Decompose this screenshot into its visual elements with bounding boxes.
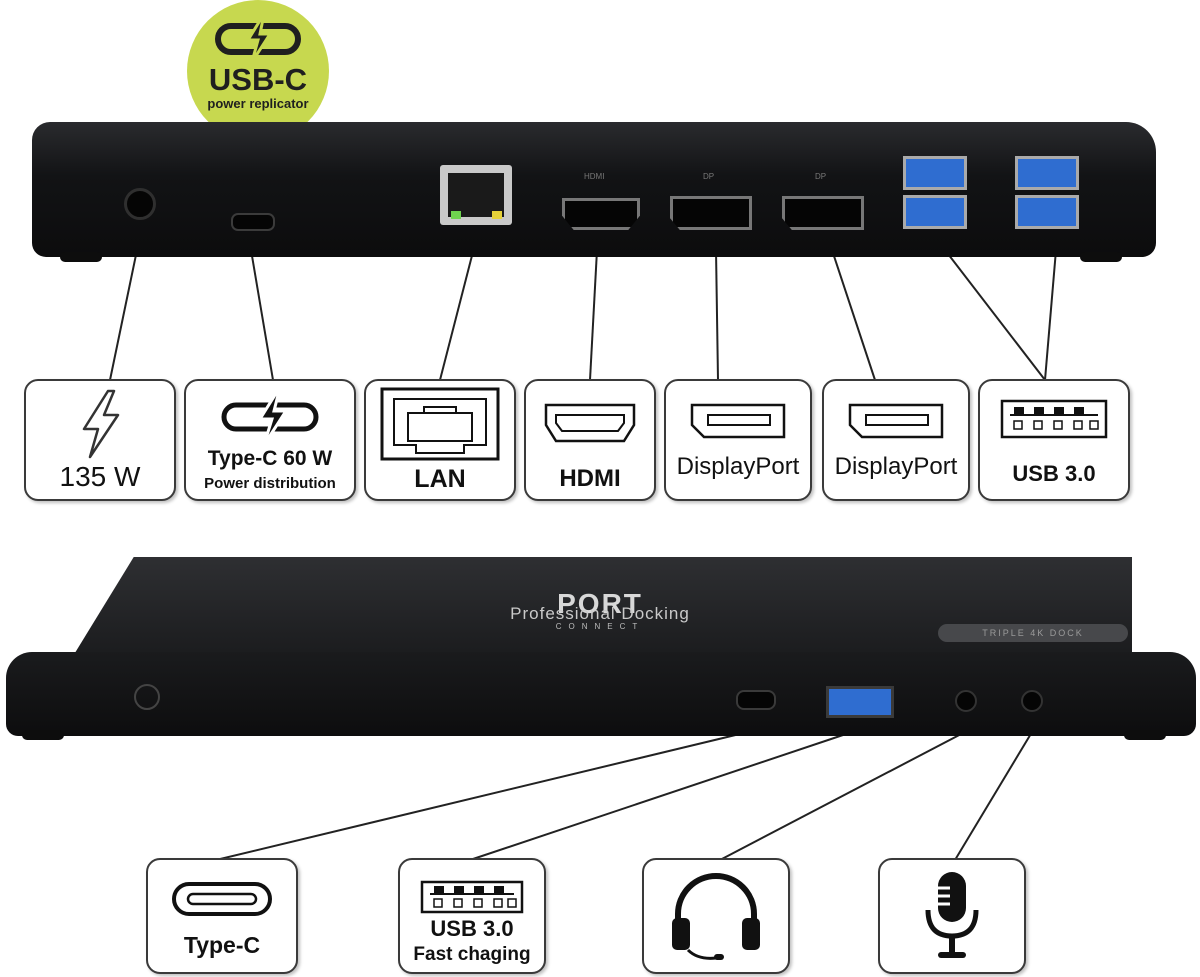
rear-usb-a-port-1 (903, 156, 967, 190)
rear-hdmi-port (562, 198, 640, 230)
label-power: 135 W (24, 379, 176, 501)
label-usb-fast: USB 3.0 Fast chaging (398, 858, 546, 974)
rear-dp-port-2 (782, 196, 864, 230)
label-lan-text: LAN (414, 465, 466, 493)
dp1-port-label: DP (703, 172, 715, 181)
dock-foot (22, 730, 64, 740)
front-usb-a-port (826, 686, 894, 718)
label-typec-pd-text: Type-C 60 W (207, 447, 333, 470)
brand-logo: PORT (557, 588, 643, 619)
badge-title: USB-C (208, 62, 308, 97)
label-dp2-text: DisplayPort (834, 453, 958, 480)
label-dp1-text: DisplayPort (676, 453, 800, 480)
label-usb-text: USB 3.0 (1012, 461, 1096, 486)
usb-c-port-icon (172, 882, 272, 916)
rear-usb-c-port (231, 213, 275, 231)
hdmi-port-label: HDMI (584, 172, 605, 181)
ethernet-port-icon (380, 387, 500, 461)
rear-usb-a-port-2 (903, 195, 967, 229)
brand-sub: CONNECT (555, 622, 645, 631)
microphone-icon (925, 872, 979, 958)
rear-usb-a-port-3 (1015, 156, 1079, 190)
dock-foot (1124, 730, 1166, 740)
power-button[interactable] (134, 684, 160, 710)
badge-subtitle: power replicator (207, 96, 309, 111)
label-hdmi-text: HDMI (559, 465, 621, 492)
label-mic (878, 858, 1026, 974)
dock-front-top-surface (70, 557, 1132, 661)
lightning-icon (82, 389, 120, 459)
usb-a-port-icon (420, 880, 524, 914)
label-usb: USB 3.0 (978, 379, 1130, 501)
headset-jack (955, 690, 977, 712)
label-power-text: 135 W (59, 461, 141, 492)
rear-lan-port (440, 165, 512, 225)
label-dp1: DisplayPort (664, 379, 812, 501)
label-usb-fast-text: USB 3.0 (430, 916, 514, 941)
dock-foot (1080, 252, 1122, 262)
model-text: Professional Docking (510, 604, 690, 623)
usb-c-power-icon (215, 14, 301, 62)
mic-jack (1021, 690, 1043, 712)
model-pill: TRIPLE 4K DOCK (938, 624, 1128, 642)
headset-icon (672, 873, 760, 960)
displayport-icon (848, 403, 944, 439)
usb-c-charge-icon (221, 387, 319, 445)
label-hdmi: HDMI (524, 379, 656, 501)
label-dp2: DisplayPort (822, 379, 970, 501)
label-typec-pd-subtext: Power distribution (204, 475, 336, 492)
hdmi-port-icon (544, 403, 636, 443)
dock-rear-view (32, 122, 1156, 257)
label-typec-pd: Type-C 60 W Power distribution (184, 379, 356, 501)
usb-a-port-icon (1000, 399, 1108, 439)
dc-in-port (124, 188, 156, 220)
label-usb-fast-subtext: Fast chaging (413, 944, 531, 965)
label-lan: LAN (364, 379, 516, 501)
label-typec-text: Type-C (183, 932, 261, 958)
rear-dp-port-1 (670, 196, 752, 230)
dock-foot (60, 252, 102, 262)
label-headset (642, 858, 790, 974)
displayport-icon (690, 403, 786, 439)
front-usb-c-port (736, 690, 776, 710)
dp2-port-label: DP (815, 172, 827, 181)
label-typec: Type-C (146, 858, 298, 974)
rear-usb-a-port-4 (1015, 195, 1079, 229)
dock-front-view (6, 652, 1196, 736)
